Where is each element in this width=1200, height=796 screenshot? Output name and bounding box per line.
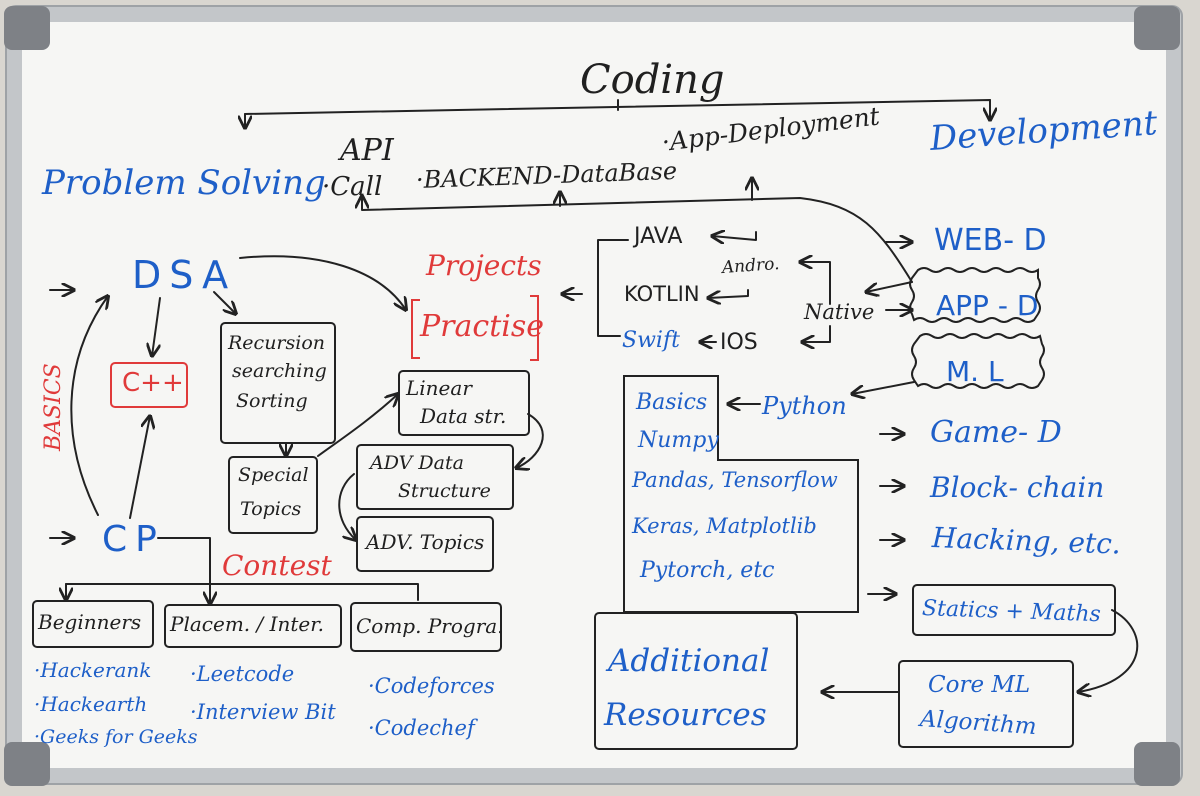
lang-ios: IOS xyxy=(720,330,758,355)
contest-label: Contest xyxy=(222,549,332,582)
arrow-andro-java xyxy=(712,232,757,240)
beginners-label: Beginners xyxy=(38,610,142,634)
recursion-line-1: Recursion xyxy=(228,332,326,354)
arrow-native-andro xyxy=(800,262,831,305)
adv-ds-line-1: ADV Data xyxy=(370,452,464,474)
lang-kotlin: KOTLIN xyxy=(624,282,700,306)
track-web-d: WEB- D xyxy=(934,223,1047,258)
site-geeksforgeeks: ·Geeks for Geeks xyxy=(34,726,198,748)
arrow-andro-kotlin xyxy=(708,289,749,298)
adv-topics-label: ADV. Topics xyxy=(366,530,485,554)
corner-cap-tr xyxy=(1134,6,1180,50)
dsa-label: DSA xyxy=(132,253,237,297)
linear-ds-box xyxy=(398,370,530,436)
site-hackearth: ·Hackearth xyxy=(34,692,148,716)
competitive-box xyxy=(350,602,502,652)
additional-resources-box xyxy=(594,612,798,750)
ml-box xyxy=(911,333,1045,389)
lang-python: Python xyxy=(762,392,847,420)
recursion-box xyxy=(220,322,336,444)
cpp-box xyxy=(110,362,188,408)
cpp-label: C++ xyxy=(122,368,184,398)
practise-bracket-left xyxy=(411,299,420,359)
lang-swift: Swift xyxy=(622,328,680,353)
api-label: API xyxy=(340,133,394,168)
site-hackerank: ·Hackerank xyxy=(34,658,152,682)
projects-label: Projects xyxy=(426,249,542,282)
basics-vertical-label: BASICS xyxy=(41,363,66,451)
track-game-d: Game- D xyxy=(930,415,1062,450)
adv-ds-box xyxy=(356,444,514,510)
practise-label: Practise xyxy=(420,309,545,344)
api-call-label: ·Call xyxy=(322,172,383,202)
placement-box xyxy=(164,604,342,648)
arrow-adv-topics xyxy=(338,473,356,540)
adv-topics-box xyxy=(356,516,494,572)
additional-line-1: Additional xyxy=(608,643,770,679)
practise-bracket-right xyxy=(530,295,539,361)
app-d-box xyxy=(909,267,1041,323)
recursion-line-3: Sorting xyxy=(236,390,308,412)
ml-lib-keras: Keras, Matplotlib xyxy=(632,514,817,538)
lang-java: JAVA xyxy=(634,224,683,249)
ml-lib-basics: Basics xyxy=(636,390,708,415)
ml-lib-pytorch: Pytorch, etc xyxy=(640,558,775,583)
core-ml-box xyxy=(898,660,1074,748)
arrow-dsa-cpp xyxy=(152,297,161,356)
arrow-dsa-recursion xyxy=(213,291,236,314)
ml-lib-pandas: Pandas, Tensorflow xyxy=(632,468,838,492)
linear-ds-line-1: Linear xyxy=(406,376,472,400)
site-codeforces: ·Codeforces xyxy=(368,674,495,698)
title-coding: Coding xyxy=(580,57,725,103)
site-codechef: ·Codechef xyxy=(368,716,475,740)
arrow-native-ios xyxy=(802,325,831,342)
special-topics-line-1: Special xyxy=(238,464,309,486)
cp-label: CP xyxy=(102,519,165,560)
track-ml: M. L xyxy=(946,355,1004,388)
special-topics-line-2: Topics xyxy=(240,498,302,520)
additional-line-2: Resources xyxy=(604,697,767,733)
adv-ds-line-2: Structure xyxy=(398,480,491,502)
track-app-d: APP - D xyxy=(936,289,1039,322)
ml-lib-numpy: Numpy xyxy=(638,428,719,453)
arrow-dsa-projects xyxy=(239,255,406,310)
track-blockchain: Block- chain xyxy=(930,471,1105,504)
backend-return-line xyxy=(362,196,913,283)
site-leetcode: ·Leetcode xyxy=(190,662,295,686)
corner-cap-br xyxy=(1134,742,1180,786)
stats-maths-box xyxy=(912,584,1116,636)
corner-cap-bl xyxy=(4,742,50,786)
linear-ds-line-2: Data str. xyxy=(420,404,507,428)
recursion-line-2: searching xyxy=(232,360,327,382)
problem-solving-label: Problem Solving xyxy=(42,163,326,203)
core-ml-line-1: Core ML xyxy=(928,672,1031,698)
arrow-ml-python xyxy=(852,381,915,394)
track-hacking: Hacking, etc. xyxy=(931,521,1122,561)
special-topics-box xyxy=(228,456,318,534)
competitive-label: Comp. Progra. xyxy=(356,614,504,638)
corner-cap-tl xyxy=(4,6,50,50)
beginners-box xyxy=(32,600,154,648)
lang-andro: Andro. xyxy=(721,254,781,278)
arrow-stats-coreml xyxy=(1078,609,1139,692)
arrow-cp-to-dsa xyxy=(70,296,108,516)
site-interviewbit: ·Interview Bit xyxy=(190,700,336,724)
arrow-app-native xyxy=(866,281,913,292)
placement-label: Placem. / Inter. xyxy=(170,612,324,636)
arrow-special-linear xyxy=(317,394,398,457)
arrow-linear-adv xyxy=(516,413,544,468)
arrow-cp-cpp xyxy=(129,416,150,519)
lang-native: Native xyxy=(804,300,875,324)
languages-bracket xyxy=(597,239,629,337)
